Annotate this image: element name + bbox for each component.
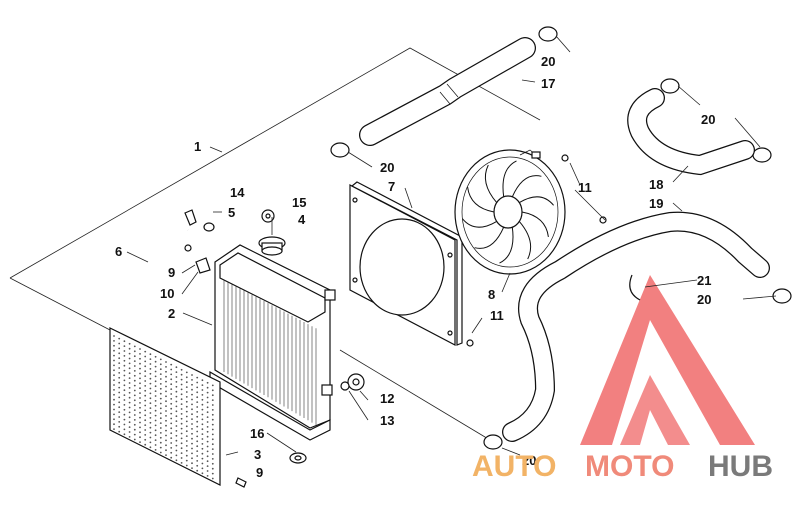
watermark-logo-icon <box>580 275 755 445</box>
callout-15: 15 <box>292 195 306 210</box>
callout-10: 10 <box>160 286 174 301</box>
fan-shroud <box>349 181 463 346</box>
callout-7: 7 <box>388 179 395 194</box>
callout-11-upper: 11 <box>578 180 592 195</box>
callout-14: 14 <box>230 185 245 200</box>
callout-9-lower: 9 <box>256 465 263 480</box>
callout-19: 19 <box>649 196 663 211</box>
callout-1: 1 <box>194 139 201 154</box>
assembly-bracket <box>9 47 541 441</box>
callout-20-top: 20 <box>541 54 555 69</box>
watermark-moto: MOTO <box>585 450 674 483</box>
callout-11-lower: 11 <box>490 308 504 323</box>
callout-13: 13 <box>380 413 394 428</box>
watermark-auto: AUTO <box>472 450 556 483</box>
callout-21: 21 <box>697 273 711 288</box>
callout-4: 4 <box>298 212 306 227</box>
radiator <box>209 244 336 441</box>
overflow-hose <box>148 220 189 300</box>
leader-lines <box>126 35 777 456</box>
formed-hose-upper <box>627 88 755 176</box>
callout-20-shroud: 20 <box>380 160 394 175</box>
callout-9-upper: 9 <box>168 265 175 280</box>
fan-screw <box>466 339 474 347</box>
callout-20-bottom: 20 <box>522 453 536 468</box>
upper-hose <box>359 37 536 146</box>
callout-16: 16 <box>250 426 264 441</box>
watermark-hub: HUB <box>708 450 773 483</box>
callout-17: 17 <box>541 76 555 91</box>
radiator-screen <box>109 327 221 486</box>
callout-5: 5 <box>228 205 235 220</box>
callout-12: 12 <box>380 391 394 406</box>
callout-20-right: 20 <box>697 292 711 307</box>
callout-6: 6 <box>115 244 122 259</box>
callout-8: 8 <box>488 287 495 302</box>
callout-18: 18 <box>649 177 663 192</box>
formed-hose-lower <box>502 211 770 442</box>
callout-3: 3 <box>254 447 261 462</box>
cooling-fan <box>454 149 607 275</box>
callout-20-upper-hose: 20 <box>701 112 715 127</box>
watermark-text: AUTO MOTO HUB <box>472 450 773 483</box>
hose-clamps <box>330 26 792 450</box>
radiator-cap <box>258 236 286 256</box>
fasteners-lower <box>235 373 365 488</box>
small-hardware <box>184 209 275 274</box>
callout-2: 2 <box>168 306 175 321</box>
hose-clip <box>629 274 641 301</box>
